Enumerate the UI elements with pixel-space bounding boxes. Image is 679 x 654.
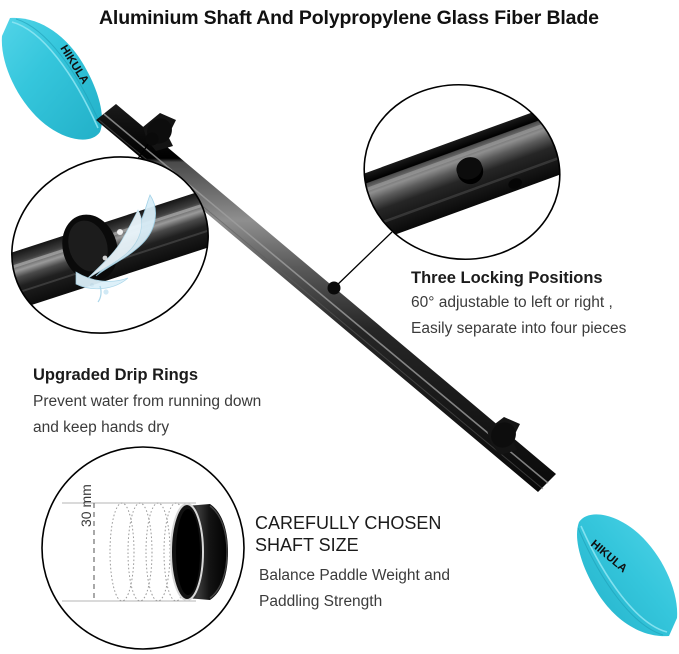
- leader-dot-drip: [145, 132, 159, 146]
- shaft-size-heading-line-2: SHAFT SIZE: [255, 535, 359, 555]
- page-title: Aluminium Shaft And Polypropylene Glass …: [99, 7, 599, 29]
- leader-line-locking: [333, 231, 393, 289]
- drip-callout-line-2: and keep hands dry: [33, 419, 170, 436]
- lower-drip-ring: [487, 417, 520, 455]
- leader-lines: [118, 132, 393, 295]
- drip-callout-line-1: Prevent water from running down: [33, 393, 262, 410]
- shaft-size-heading-line-1: CAREFULLY CHOSEN: [255, 513, 442, 533]
- leader-dot-locking: [327, 281, 341, 295]
- lower-blade: HIKULA: [577, 514, 678, 637]
- shaft-size-line-1: Balance Paddle Weight and: [259, 567, 451, 584]
- shaft-size-detail-circle: [41, 446, 245, 650]
- locking-hole-detail-circle: [352, 82, 572, 264]
- water-splash: [75, 194, 156, 303]
- shaft-size-line-2: Paddling Strength: [259, 593, 383, 610]
- drip-ring-detail-circle: [0, 156, 235, 334]
- shaft-diameter-label: 30 mm: [78, 484, 94, 527]
- locking-callout-line-1: 60° adjustable to left or right ,: [411, 294, 613, 311]
- upper-blade: HIKULA: [1, 17, 102, 140]
- drip-callout-heading: Upgraded Drip Rings: [33, 366, 199, 384]
- locking-callout-heading: Three Locking Positions: [411, 269, 603, 287]
- locking-callout-line-2: Easily separate into four pieces: [411, 320, 627, 337]
